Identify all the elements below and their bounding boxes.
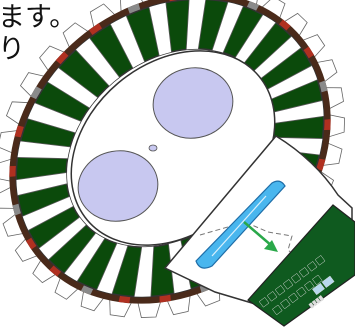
dock-bay xyxy=(272,304,283,316)
dock-bay xyxy=(312,274,323,286)
caption-line-2: り xyxy=(0,34,25,65)
hull-wedge xyxy=(277,19,291,32)
green-arrow xyxy=(243,221,278,252)
hull-wedge xyxy=(88,23,103,37)
dock-bay xyxy=(266,291,278,302)
dock-bay xyxy=(280,298,291,310)
hull-wedge xyxy=(55,51,70,66)
dock-details xyxy=(258,255,335,316)
outer-tab xyxy=(137,301,162,318)
arrow-shaft xyxy=(243,221,273,247)
dock-bay xyxy=(314,255,326,266)
dock-bay xyxy=(298,267,310,278)
pool-bottom xyxy=(77,150,159,222)
dock-bay xyxy=(312,282,325,296)
dock-bay xyxy=(258,297,270,308)
dock-bay xyxy=(321,275,335,288)
dock-bay xyxy=(318,295,325,302)
hull-wedge xyxy=(49,264,63,277)
arrow-head xyxy=(264,240,278,252)
dock-bay xyxy=(314,297,321,304)
caption-line-1: ます。 xyxy=(0,2,77,33)
dock-bay xyxy=(282,279,294,290)
dock-bay xyxy=(296,286,307,298)
dock-bay xyxy=(288,292,299,304)
pool-top xyxy=(152,67,234,139)
dock-bay xyxy=(304,280,315,292)
dock-bay xyxy=(274,285,286,296)
dock-bay xyxy=(308,302,315,309)
outer-tab xyxy=(328,114,346,138)
dock-bay xyxy=(290,273,302,284)
center-dot xyxy=(148,144,158,152)
hull-wedge xyxy=(30,86,44,100)
dock-bay xyxy=(306,261,318,272)
water-channel-highlight xyxy=(211,195,267,257)
dock-bay xyxy=(311,299,318,307)
hull-wedge xyxy=(302,46,315,60)
hull-wedge xyxy=(25,236,38,250)
